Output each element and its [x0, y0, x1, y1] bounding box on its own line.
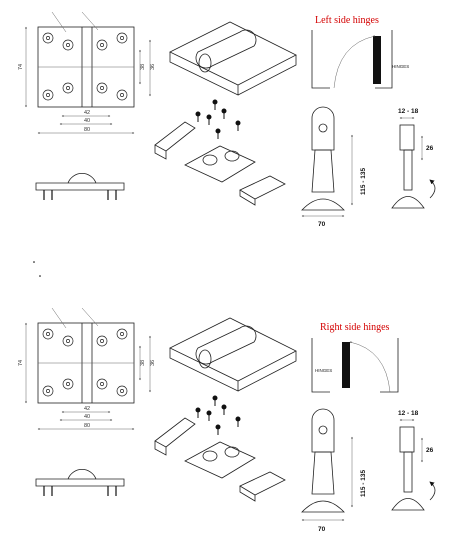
side-gap: 12 - 18: [398, 410, 419, 417]
door-stop-front-view: 70 115 - 135: [301, 106, 367, 228]
dim-b3: 80: [84, 423, 90, 429]
dim-front-height: 74: [18, 64, 24, 70]
dim-outer-v: 36: [150, 64, 156, 70]
hinge-knuckle-view: [35, 172, 125, 200]
left-hinge-section: 74 38 36 42 40 80: [18, 11, 436, 228]
stop-width: 70: [318, 221, 326, 228]
side-depth: 26: [426, 145, 434, 152]
dim-front-height: 74: [18, 360, 24, 366]
dim-b2: 40: [84, 414, 90, 420]
stop-height: 115 - 135: [360, 470, 367, 497]
dim-inner-v: 38: [140, 64, 146, 70]
hinge-front-view: 74 38 36 42 40 80: [18, 307, 156, 430]
hinge-isometric-view: [169, 317, 297, 392]
door-stop-side-view: 12 - 18 26: [391, 108, 436, 209]
right-hinge-section: 74 38 36 42 40 80: [18, 307, 436, 533]
hinge-parts-exploded: [154, 99, 286, 206]
dim-inner-v: 38: [140, 360, 146, 366]
hinge-parts-exploded: [154, 395, 286, 502]
hinge-isometric-view: [169, 21, 297, 96]
hinge-tag: HINGES: [392, 64, 409, 69]
dim-b1: 42: [84, 110, 90, 116]
dim-b2: 40: [84, 118, 90, 124]
dim-outer-v: 36: [150, 360, 156, 366]
hinge-tag: HINGES: [315, 368, 332, 373]
section-title: Left side hinges: [315, 15, 379, 26]
door-plan-view: Right side hinges HINGES: [311, 322, 399, 393]
hinge-front-view: 74 38 36 42 40 80: [18, 11, 156, 134]
section-title: Right side hinges: [320, 322, 390, 333]
stop-height: 115 - 135: [360, 168, 367, 195]
door-plan-view: Left side hinges HINGES: [311, 15, 409, 89]
stop-width: 70: [318, 526, 326, 533]
dim-b1: 42: [84, 406, 90, 412]
side-depth: 26: [426, 447, 434, 454]
door-stop-front-view: 70 115 - 135: [301, 408, 367, 533]
hinge-knuckle-view: [35, 468, 125, 496]
door-stop-side-view: 12 - 18 26: [391, 410, 436, 511]
side-gap: 12 - 18: [398, 108, 419, 115]
dim-b3: 80: [84, 127, 90, 133]
